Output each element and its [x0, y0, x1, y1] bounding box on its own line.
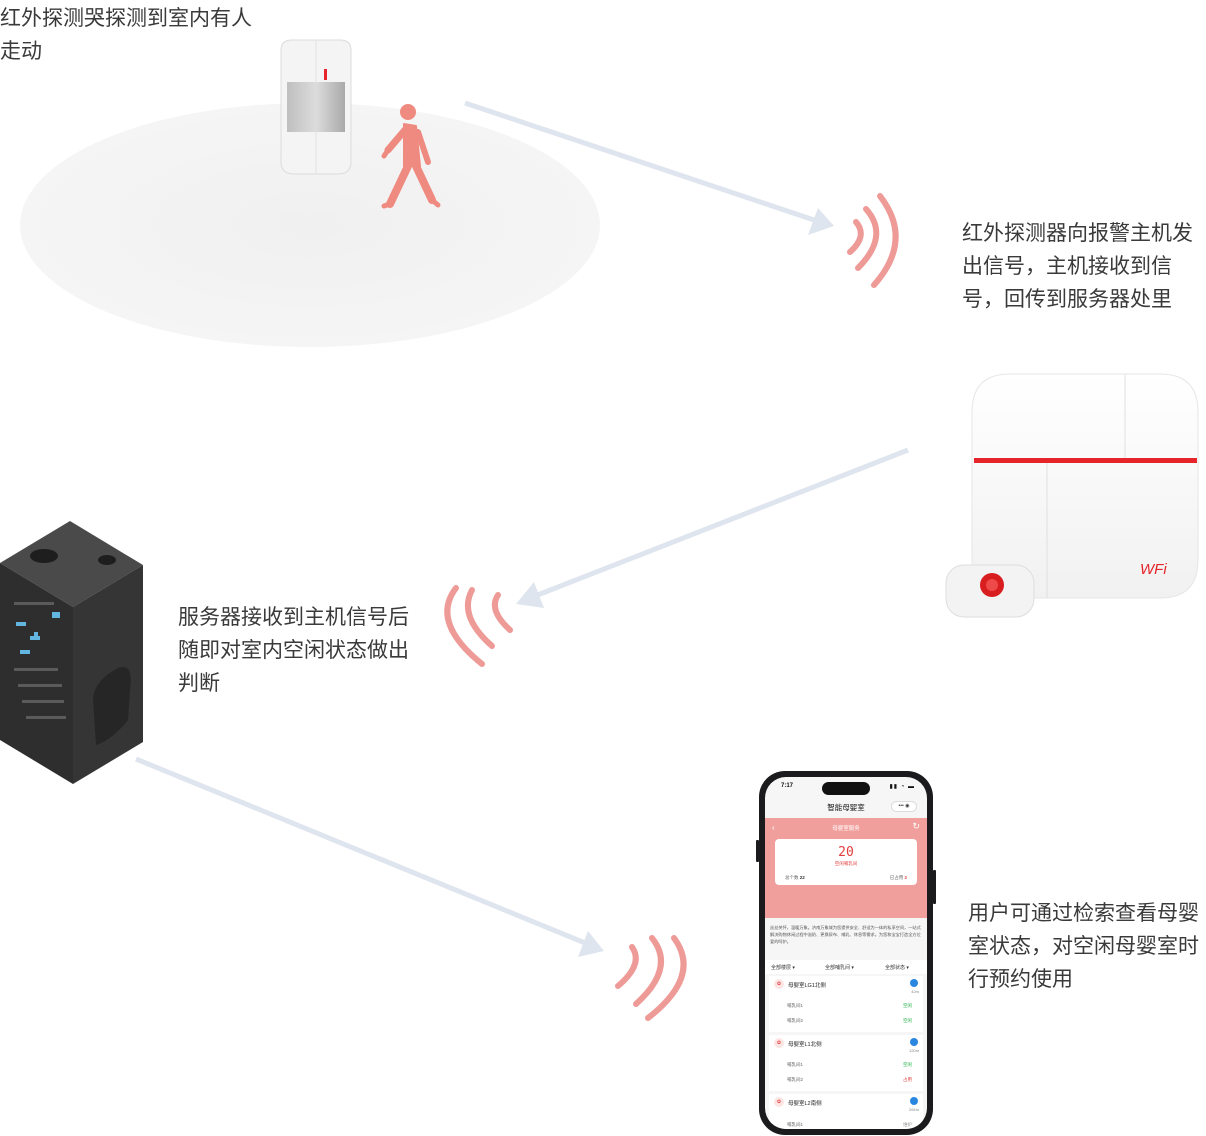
total-label: 总个数 — [785, 875, 799, 880]
refresh-icon[interactable]: ↻ — [912, 821, 920, 831]
room-name: 母婴室L1北侧 — [788, 1042, 822, 1048]
signal-waves-icon — [615, 935, 687, 1021]
room-icon: ✿ — [774, 1097, 784, 1107]
room-distance: 42m — [911, 989, 919, 994]
navigate-icon[interactable] — [910, 979, 918, 987]
step4-caption: 用户可通过检索查看母婴室状态，对空闲母婴室时行预约使用 — [968, 901, 1199, 991]
free-count: 20 — [838, 845, 854, 860]
navigate-icon[interactable] — [910, 1097, 918, 1105]
alarm-host-icon — [971, 373, 1199, 599]
step2-caption: 红外探测器向报警主机发出信号，主机接收到信号，回传到服务器处里 — [962, 221, 1193, 311]
app-title: 智能母婴室 — [827, 803, 865, 812]
room-distance: 120m — [908, 1048, 919, 1053]
used-value: 2 — [904, 875, 907, 880]
phone-power-button — [933, 870, 936, 904]
phone-volume-button — [756, 840, 759, 862]
back-icon[interactable]: ‹ — [772, 823, 775, 832]
total-value: 22 — [799, 875, 805, 880]
flow-arrow-3 — [135, 756, 604, 957]
summary-footer: 总个数 22 已占用 2 — [785, 875, 907, 881]
alarm-host-logo: WFi — [1140, 561, 1167, 578]
room-floor-area — [20, 103, 600, 347]
filter-bar: 全部楼层 ▾ 全部哺乳间 ▾ 全部状态 ▾ — [765, 960, 927, 974]
room-icon: ✿ — [774, 979, 784, 989]
panic-button-icon — [945, 564, 1035, 618]
phone-screen: 7:17 ▮▮ ◔ ▬ 智能母婴室 ••• ◉ ‹ 母婴室服务 ↻ 20 空闲哺… — [765, 777, 927, 1129]
room-distance: 264m — [908, 1107, 919, 1112]
navigate-icon[interactable] — [910, 1038, 918, 1046]
floor-filter[interactable]: 全部楼层 ▾ — [771, 965, 795, 971]
server-rack-icon — [0, 521, 143, 784]
flow-arrow-1 — [464, 100, 834, 235]
walking-person-icon — [381, 104, 441, 209]
free-count-label: 空闲哺乳间 — [834, 861, 858, 866]
smartphone-mockup: 7:17 ▮▮ ◔ ▬ 智能母婴室 ••• ◉ ‹ 母婴室服务 ↻ 20 空闲哺… — [759, 771, 933, 1135]
room-filter[interactable]: 全部哺乳间 ▾ — [825, 965, 854, 971]
summary-card: 20 空闲哺乳间 总个数 22 已占用 2 — [775, 839, 917, 885]
room-name: 母婴室L2南侧 — [788, 1101, 822, 1107]
signal-waves-icon — [847, 193, 899, 288]
flow-arrow-2 — [516, 447, 909, 608]
header-banner: ‹ 母婴室服务 ↻ 20 空闲哺乳间 总个数 22 已占用 2 — [765, 818, 927, 918]
intro-text: 丝丝关怀，温暖万象。济南万象城为您提供安全、舒适为一体的私享空间，一站式解决购物… — [770, 925, 921, 944]
signal-waves-icon — [444, 585, 513, 667]
step3-caption: 服务器接收到主机信号后随即对室内空闲状态做出判断 — [178, 605, 409, 695]
dynamic-island — [822, 782, 870, 795]
nav-title: 母婴室服务 — [832, 826, 860, 832]
room-icon: ✿ — [774, 1038, 784, 1048]
pir-detector-icon — [280, 39, 352, 175]
step1-caption: 红外探测哭探测到室内有人走动 — [0, 6, 252, 63]
status-filter[interactable]: 全部状态 ▾ — [885, 965, 909, 971]
status-time: 7:17 — [781, 783, 794, 789]
room-name: 母婴室LG1北侧 — [788, 983, 826, 989]
used-label: 已占用 — [889, 875, 904, 880]
menu-capsule-button[interactable]: ••• ◉ — [891, 801, 917, 812]
signal-battery-icon: ▮▮ ◔ ▬ — [889, 784, 915, 790]
